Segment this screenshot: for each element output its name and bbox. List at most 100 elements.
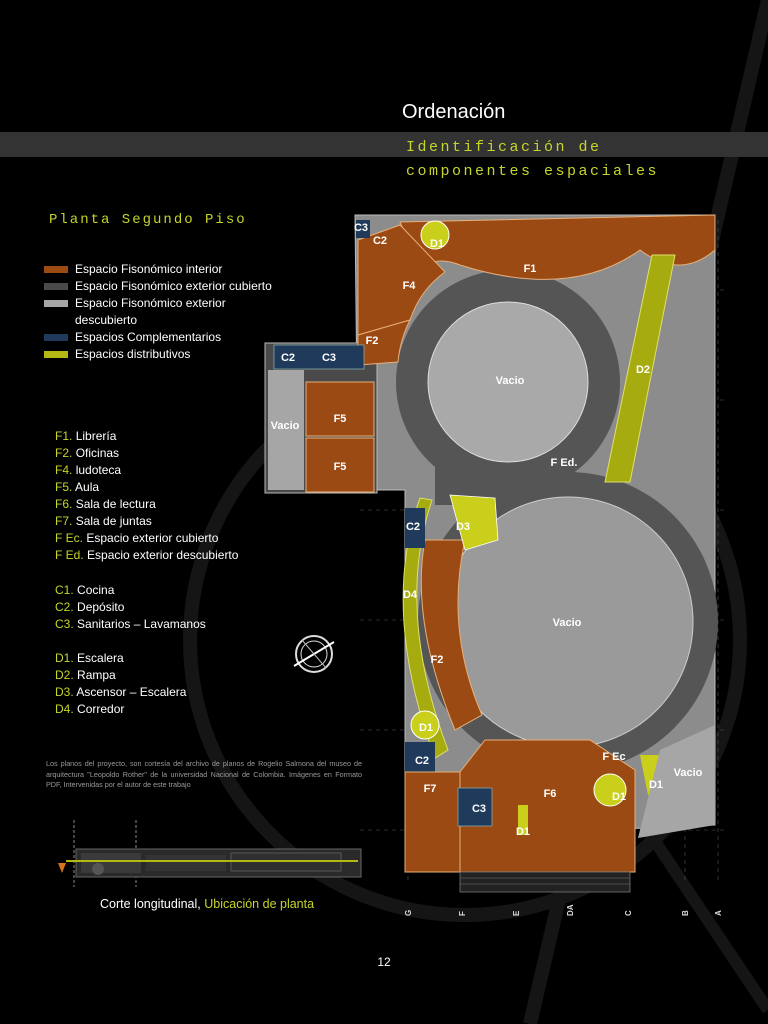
credit-note: Los planos del proyecto, son cortesía de… (46, 759, 362, 790)
space-F5-b (305, 437, 375, 493)
label-D4: D4 (403, 589, 418, 601)
label-C2-top: C2 (373, 235, 387, 247)
legend-label: Espacio Fisonómico interior (75, 262, 223, 276)
space-label: Depósito (77, 600, 125, 614)
page-title: Ordenación (402, 101, 506, 123)
space-label: Sala de juntas (75, 514, 152, 528)
axis-E: E (512, 910, 521, 916)
space-code: F6. (55, 497, 73, 511)
longitudinal-section (58, 820, 362, 887)
space-label: Rampa (77, 668, 116, 682)
legend-label: Espacios Complementarios (75, 330, 222, 344)
list-item: C3. Sanitarios – Lavamanos (55, 616, 206, 633)
legend-label: Espacio Fisonómico exterior cubierto (75, 279, 272, 293)
legend-swatch (44, 300, 68, 307)
space-C2-C3-left (273, 344, 365, 370)
space-C2-bottom (405, 742, 435, 772)
axis-G: G (404, 910, 413, 916)
space-label: Escalera (77, 651, 124, 665)
space-label: Espacio exterior descubierto (87, 548, 239, 562)
space-code: D2. (55, 668, 74, 682)
space-C2-mid (405, 508, 425, 548)
label-vacio-left: Vacio (271, 420, 300, 432)
space-code: F Ed. (55, 548, 84, 562)
label-C3-top: C3 (354, 222, 368, 234)
axis-DA: DA (566, 904, 575, 916)
label-F-Ed: F Ed. (551, 457, 578, 469)
space-code: F5. (55, 480, 73, 494)
space-code: C2. (55, 600, 74, 614)
vacio-left-area (268, 370, 304, 490)
page-subtitle: Identificación de componentes espaciales (406, 136, 659, 184)
space-label: Sanitarios – Lavamanos (77, 617, 206, 631)
legend-swatch (44, 334, 68, 341)
space-C3-top (356, 220, 370, 238)
space-F2-top (357, 319, 411, 366)
space-code: F4. (55, 463, 73, 477)
space-label: Cocina (77, 583, 115, 597)
legend-label: Espacios distributivos (75, 347, 191, 361)
label-D1-top: D1 (430, 238, 444, 250)
list-item: F6. Sala de lectura (55, 496, 238, 513)
space-D3 (449, 494, 499, 551)
axis-labels: G F E DA C B A (404, 904, 723, 916)
list-item: F7. Sala de juntas (55, 513, 238, 530)
label-C3-left: C3 (322, 352, 336, 364)
floor-plan: C3 C2 D1 F1 F4 F2 C2 C3 Vacio D2 Vacio F… (264, 214, 725, 916)
stair-D1-right (593, 773, 627, 807)
vacio-right-area (638, 725, 715, 838)
legend-swatch (44, 266, 68, 273)
space-label: Corredor (77, 702, 125, 716)
list-item: F4. ludoteca (55, 462, 238, 479)
space-label: Espacio exterior cubierto (86, 531, 219, 545)
label-F4: F4 (403, 280, 417, 292)
label-C2-left: C2 (281, 352, 295, 364)
space-code: D4. (55, 702, 74, 716)
space-label: Ascensor – Escalera (76, 685, 187, 699)
label-D1-right: D1 (612, 791, 626, 803)
list-item: F5. Aula (55, 479, 238, 496)
legend-swatch (44, 283, 68, 290)
section-caption: Corte longitudinal, Ubicación de planta (100, 897, 314, 911)
space-label: Librería (75, 429, 117, 443)
space-code: F7. (55, 514, 73, 528)
compass-icon (293, 635, 335, 673)
axis-F: F (458, 911, 467, 916)
plan-heading: Planta Segundo Piso (49, 212, 247, 228)
label-F7: F7 (424, 783, 437, 795)
label-F2-top: F2 (366, 335, 379, 347)
label-F-Ec: F Ec (602, 751, 625, 763)
subtitle-line-1: Identificación de (406, 139, 602, 156)
legend-item: Espacios Complementarios (44, 329, 274, 346)
complementary-space-list: C1. Cocina C2. Depósito C3. Sanitarios –… (55, 582, 206, 633)
label-F6: F6 (544, 788, 557, 800)
list-item: D4. Corredor (55, 701, 186, 718)
legend-swatch (44, 351, 68, 358)
axis-A: A (714, 910, 723, 916)
legend: Espacio Fisonómico interior Espacio Fiso… (44, 261, 274, 363)
label-C2-bottom: C2 (415, 755, 429, 767)
space-label: Sala de lectura (75, 497, 156, 511)
space-code: F Ec. (55, 531, 84, 545)
stair-D1-mid (410, 710, 440, 740)
label-vacio-top: Vacio (496, 375, 525, 387)
list-item: D1. Escalera (55, 650, 186, 667)
step-lines (460, 877, 630, 885)
list-item: F1. Librería (55, 428, 238, 445)
space-code: F2. (55, 446, 73, 460)
label-C3-bottom: C3 (472, 803, 486, 815)
space-label: Aula (75, 480, 100, 494)
title-band (0, 132, 768, 157)
list-item: C2. Depósito (55, 599, 206, 616)
stair-D1-top (420, 220, 450, 250)
list-item: F2. Oficinas (55, 445, 238, 462)
label-D1-right2: D1 (649, 779, 663, 791)
label-D1-bottom: D1 (516, 826, 530, 838)
plan-labels: C3 C2 D1 F1 F4 F2 C2 C3 Vacio D2 Vacio F… (271, 222, 703, 838)
page-number: 12 (377, 955, 391, 969)
space-code: C1. (55, 583, 74, 597)
label-vacio-right: Vacio (674, 767, 703, 779)
list-item: F Ed. Espacio exterior descubierto (55, 547, 238, 564)
legend-item: Espacio Fisonómico exterior cubierto (44, 278, 274, 295)
space-D2 (604, 254, 676, 483)
